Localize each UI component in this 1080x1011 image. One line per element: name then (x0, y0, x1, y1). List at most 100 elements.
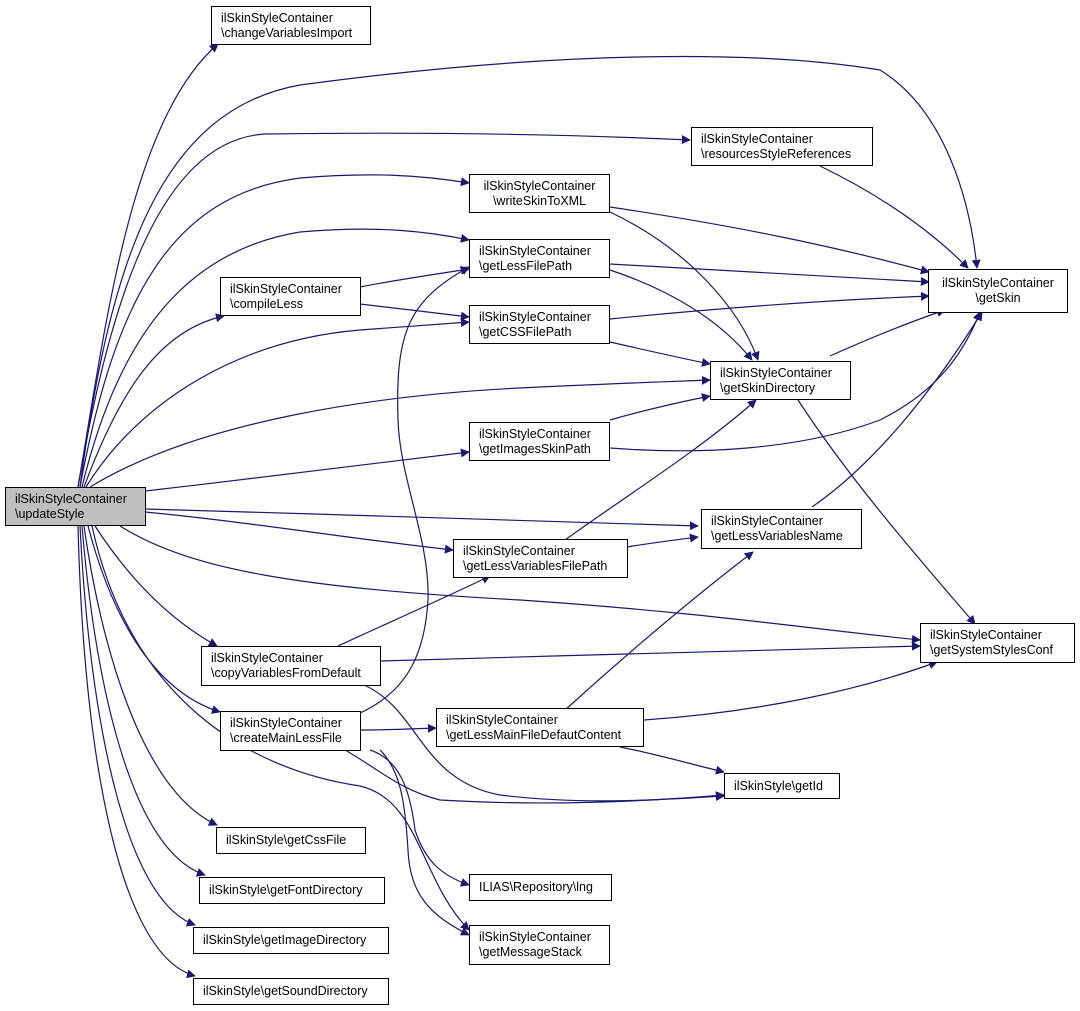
node-method-label: \getLessVariablesFilePath (463, 558, 608, 573)
edge-createMainLessFile-lng (369, 749, 470, 887)
node-method-label: \updateStyle (15, 506, 85, 521)
node-method-label: \getMessageStack (479, 945, 582, 959)
edge-updateStyle-getSoundDirectory (77, 525, 196, 979)
node-writeSkinToXML[interactable]: ilSkinStyleContainer \writeSkinToXML (469, 174, 610, 213)
node-getFontDirectory[interactable]: ilSkinStyle\getFontDirectory (199, 877, 385, 904)
edge-createMainLessFile-getLessFilePath (359, 266, 470, 714)
node-method-label: \createMainLessFile (230, 731, 342, 745)
node-createMainLessFile[interactable]: ilSkinStyleContainer \createMainLessFile (220, 711, 361, 751)
edge-createMainLessFile-getMessageStack (379, 749, 470, 936)
node-getSkin[interactable]: ilSkinStyleContainer \getSkin (928, 269, 1068, 313)
node-getCSSFilePath[interactable]: ilSkinStyleContainer \getCSSFilePath (469, 305, 610, 344)
edge-updateStyle-getCssFile (83, 525, 218, 826)
node-class-label: ilSkinStyleContainer (701, 131, 813, 146)
node-method-label: \getCSSFilePath (479, 324, 572, 339)
node-resourcesStyleReferences[interactable]: ilSkinStyleContainer \resourcesStyleRefe… (691, 127, 873, 166)
edge-updateStyle-compileLess (83, 313, 225, 488)
node-method-label: \getSkin (975, 291, 1021, 305)
edge-updateStyle-getLessVariablesFilePath (144, 511, 454, 554)
edge-getLessVariablesFilePath-getSkinDirectory (564, 399, 757, 541)
node-class-label: ilSkinStyleContainer (479, 243, 591, 258)
edge-updateStyle-getSkin (79, 55, 981, 488)
node-getSoundDirectory[interactable]: ilSkinStyle\getSoundDirectory (193, 978, 389, 1005)
node-class-label: ilSkinStyleContainer (479, 309, 591, 324)
node-getCssFile[interactable]: ilSkinStyle\getCssFile (216, 827, 366, 854)
node-class-label: ilSkinStyleContainer (483, 178, 596, 193)
edge-compileLess-getCSSFilePath (359, 303, 470, 321)
node-class-label: ilSkinStyleContainer (211, 651, 323, 665)
node-method-label: \getLessFilePath (479, 258, 573, 273)
edge-getLessMainFileDefautContent-getId (619, 746, 725, 775)
node-method-label: ilSkinStyle\getId (734, 778, 823, 793)
edge-writeSkinToXML-getSkin (609, 206, 930, 275)
edge-updateStyle-changeVariablesImport (77, 43, 219, 488)
node-method-label: \getImagesSkinPath (479, 441, 591, 456)
node-method-label: \compileLess (230, 296, 303, 311)
node-method-label: ilSkinStyle\getSoundDirectory (203, 984, 368, 998)
edge-copyVariablesFromDefault-getLessVariablesFilePath (337, 575, 491, 647)
node-class-label: ilSkinStyleContainer (221, 10, 333, 25)
edge-getLessMainFileDefautContent-getLessVariablesName (564, 551, 754, 711)
node-getImagesSkinPath[interactable]: ilSkinStyleContainer \getImagesSkinPath (469, 422, 610, 461)
node-getLessVariablesFilePath[interactable]: ilSkinStyleContainer \getLessVariablesFi… (453, 539, 628, 578)
node-lng[interactable]: ILIAS\Repository\lng (469, 874, 612, 901)
edge-createMainLessFile-getLessMainFileDefautContent (359, 723, 437, 733)
node-class-label: ilSkinStyleContainer (230, 281, 342, 296)
node-class-label: ilSkinStyleContainer (711, 514, 823, 528)
node-getLessFilePath[interactable]: ilSkinStyleContainer \getLessFilePath (469, 239, 610, 278)
edge-getImagesSkinPath-getSkin (609, 311, 982, 452)
edge-getLessVariablesFilePath-getLessVariablesName (626, 533, 699, 548)
node-method-label: \getLessVariablesName (711, 529, 843, 543)
node-class-label: ilSkinStyleContainer (230, 716, 342, 730)
node-getId[interactable]: ilSkinStyle\getId (724, 773, 840, 799)
edge-updateStyle-writeSkinToXML (79, 174, 470, 488)
edge-getCSSFilePath-getSkinDirectory (609, 341, 711, 367)
node-getLessVariablesName[interactable]: ilSkinStyleContainer \getLessVariablesNa… (701, 509, 862, 549)
edge-getLessVariablesName-getSkin (811, 311, 983, 508)
node-class-label: ilSkinStyleContainer (720, 365, 832, 380)
node-getImageDirectory[interactable]: ilSkinStyle\getImageDirectory (193, 927, 389, 954)
node-method-label: \changeVariablesImport (221, 25, 353, 40)
edge-getLessFilePath-getSkinDirectory (609, 269, 753, 361)
node-getSkinDirectory[interactable]: ilSkinStyleContainer \getSkinDirectory (710, 361, 851, 400)
edge-updateStyle-getSkinDirectory (89, 375, 711, 488)
node-getSystemStylesConf[interactable]: ilSkinStyleContainer \getSystemStylesCon… (920, 623, 1075, 663)
edge-updateStyle-getSystemStylesConf (119, 525, 921, 644)
edge-writeSkinToXML-getSkinDirectory (609, 211, 760, 361)
node-getLessMainFileDefautContent[interactable]: ilSkinStyleContainer \getLessMainFileDef… (436, 708, 644, 747)
edge-compileLess-getLessFilePath (359, 265, 470, 288)
node-getMessageStack[interactable]: ilSkinStyleContainer \getMessageStack (469, 925, 610, 965)
node-class-label: ilSkinStyleContainer (942, 276, 1054, 290)
node-method-label: ILIAS\Repository\lng (479, 880, 593, 894)
node-class-label: ilSkinStyleContainer (930, 628, 1042, 642)
node-method-label: \getSystemStylesConf (930, 643, 1053, 657)
node-method-label: ilSkinStyle\getFontDirectory (209, 883, 363, 897)
edge-updateStyle-getMessageStack (91, 525, 470, 931)
node-class-label: ilSkinStyleContainer (479, 426, 591, 441)
node-method-label: \writeSkinToXML (492, 193, 587, 208)
node-method-label: \getSkinDirectory (720, 380, 816, 395)
node-class-label: ilSkinStyleContainer (446, 712, 558, 727)
node-class-label: ilSkinStyleContainer (463, 543, 575, 558)
edge-resourcesStyleReferences-getSkin (819, 165, 969, 269)
edge-createMainLessFile-getId (344, 749, 725, 804)
node-updateStyle: ilSkinStyleContainer \updateStyle (5, 487, 146, 526)
edge-getImagesSkinPath-getSkinDirectory (609, 393, 711, 421)
edge-updateStyle-getImagesSkinPath (144, 448, 470, 492)
edge-copyVariablesFromDefault-getSystemStylesConf (379, 641, 921, 662)
edge-updateStyle-copyVariablesFromDefault (94, 525, 218, 647)
edge-updateStyle-getImageDirectory (79, 525, 196, 927)
edge-getSkinDirectory-getSkin (829, 308, 946, 357)
edge-updateStyle-createMainLessFile (87, 525, 221, 714)
edge-getCSSFilePath-getSkin (609, 291, 930, 320)
node-changeVariablesImport[interactable]: ilSkinStyleContainer \changeVariablesImp… (211, 6, 371, 45)
edge-getSkinDirectory-getSystemStylesConf (797, 399, 976, 625)
node-copyVariablesFromDefault[interactable]: ilSkinStyleContainer \copyVariablesFromD… (201, 646, 381, 686)
node-method-label: ilSkinStyle\getCssFile (226, 833, 347, 847)
edge-updateStyle-getLessFilePath (81, 228, 470, 488)
edge-updateStyle-resourcesStyleReferences (77, 132, 691, 488)
edge-updateStyle-getCSSFilePath (85, 318, 470, 488)
node-class-label: ilSkinStyleContainer (479, 930, 591, 944)
node-compileLess[interactable]: ilSkinStyleContainer \compileLess (220, 277, 361, 316)
